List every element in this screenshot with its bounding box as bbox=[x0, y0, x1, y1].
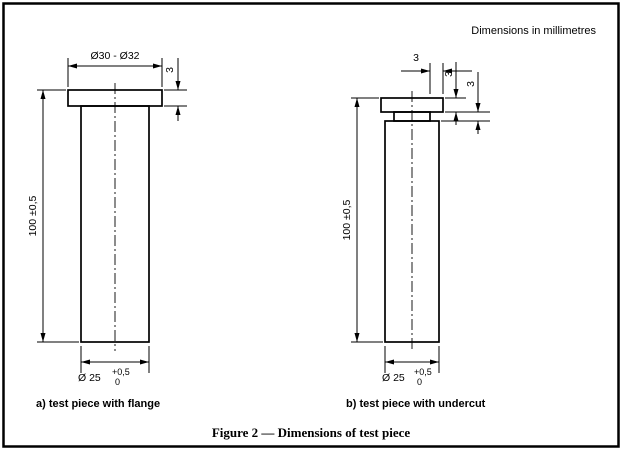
figure-b-label: b) test piece with undercut bbox=[346, 398, 486, 410]
dim-text-undercut-height: 3 bbox=[465, 81, 477, 87]
dim-b-cap-thickness: 3 bbox=[443, 62, 490, 125]
figure-a-label: a) test piece with flange bbox=[36, 398, 160, 410]
test-piece-a: Ø30 - Ø32 3 100 ±0,5 bbox=[27, 50, 187, 410]
dim-a-length: 100 ±0,5 bbox=[27, 89, 79, 343]
dim-text-flange-thickness: 3 bbox=[164, 67, 176, 73]
dim-text-tol-upper: +0,5 bbox=[112, 367, 130, 377]
dim-text-tol-upper: +0,5 bbox=[414, 367, 432, 377]
dim-text-body-diameter: Ø 25 bbox=[382, 372, 405, 384]
dim-text-tol-lower: 0 bbox=[417, 377, 422, 387]
dim-text-length: 100 ±0,5 bbox=[341, 199, 353, 240]
dim-text-length: 100 ±0,5 bbox=[27, 195, 39, 236]
dim-text-cap-thickness: 3 bbox=[443, 71, 455, 77]
figure-caption: Figure 2 — Dimensions of test piece bbox=[212, 425, 411, 440]
dim-b-body-diameter: Ø 25 +0,5 0 bbox=[382, 346, 440, 387]
dim-text-body-diameter: Ø 25 bbox=[78, 372, 101, 384]
dim-a-body-diameter: Ø 25 +0,5 0 bbox=[78, 346, 150, 387]
dim-b-length: 100 ±0,5 bbox=[341, 97, 383, 343]
dim-text-tol-lower: 0 bbox=[115, 377, 120, 387]
dim-b-undercut-height: 3 bbox=[441, 72, 490, 134]
dim-a-flange-thickness: 3 bbox=[164, 58, 187, 121]
units-note: Dimensions in millimetres bbox=[471, 25, 596, 37]
test-piece-b: 3 3 3 100 ±0,5 bbox=[341, 52, 490, 410]
dim-text-undercut-width: 3 bbox=[413, 52, 419, 64]
dim-a-flange-diameter: Ø30 - Ø32 bbox=[67, 50, 163, 87]
dim-text-flange-diameter: Ø30 - Ø32 bbox=[90, 50, 139, 62]
dim-b-undercut-width: 3 bbox=[401, 52, 472, 94]
